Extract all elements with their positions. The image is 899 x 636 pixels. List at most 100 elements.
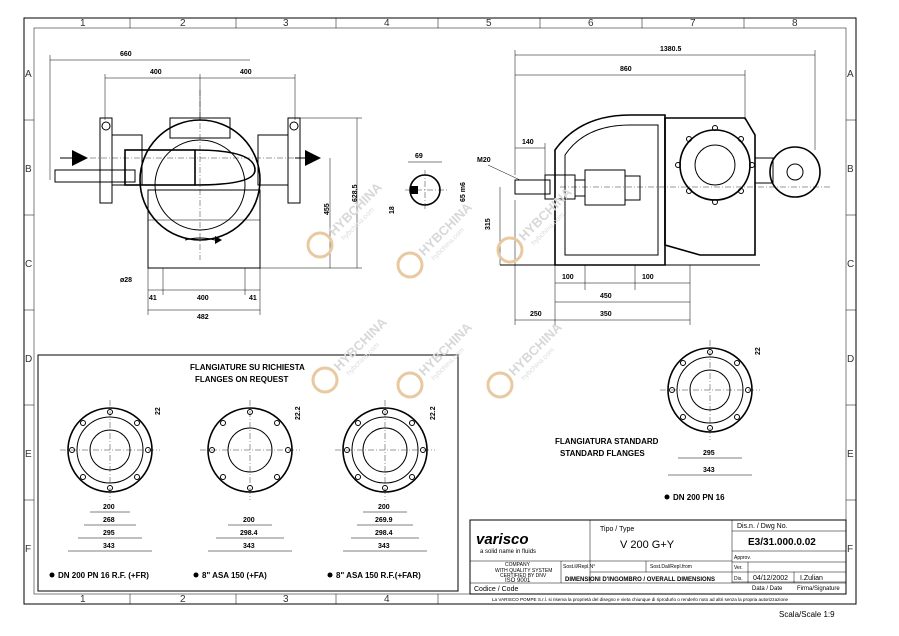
drawing-number-value: E3/31.000.0.02 — [748, 537, 816, 548]
grid-col-1-bottom: 1 — [80, 594, 86, 605]
grid-labels: 1 2 3 4 5 6 7 8 1 2 3 4 A B C D E F A B … — [25, 18, 854, 605]
fr-dim-top: 22 — [155, 407, 162, 415]
company-line-3: CERTIFIED BY DNV — [500, 573, 547, 579]
signature-label: Firma/Signature — [797, 586, 840, 592]
drawing-number-label: Dis.n. / Dwg No. — [737, 523, 788, 530]
dim-628-5: 628.5 — [352, 184, 359, 202]
front-view: 660 400 400 — [49, 51, 362, 321]
grid-col-3-bottom: 3 — [283, 594, 289, 605]
watermark: HYBCHINA hybchina.com HYBCHINA hybchina.… — [306, 179, 575, 399]
grid-row-e-right: E — [847, 449, 854, 460]
side-view: 1380.5 860 140 M20 315 — [477, 46, 830, 325]
grid-col-5: 5 — [486, 18, 492, 29]
dim-m20: M20 — [477, 157, 491, 164]
fa-dim-298-4: 298.4 — [240, 530, 258, 537]
standard-flanges-title-en: STANDARD FLANGES — [560, 449, 645, 458]
dim-400-left: 400 — [150, 69, 162, 76]
grid-row-b-right: B — [847, 164, 854, 175]
std-dim-295: 295 — [703, 450, 715, 457]
dim-350: 350 — [600, 311, 612, 318]
dim-140: 140 — [522, 139, 534, 146]
dim-315: 315 — [485, 218, 492, 230]
grid-row-e: E — [25, 449, 32, 460]
grid-row-f-right: F — [847, 544, 853, 555]
fr-dim-200: 200 — [103, 504, 115, 511]
watermark-logo-icon — [486, 371, 514, 399]
flange-dn200-fr: 22 200 268 295 343 DN 200 PN 16 R.F. (+F… — [49, 400, 162, 580]
dim-41-left: 41 — [149, 295, 157, 302]
approv-label: Approv. — [734, 555, 751, 561]
grid-row-c-right: C — [847, 259, 854, 270]
optional-flanges-panel: FLANGIATURE SU RICHIESTA FLANGES ON REQU… — [37, 354, 459, 592]
grid-row-c: C — [25, 259, 32, 270]
drawn-label: Dis. — [734, 576, 743, 582]
company-line-2: WITH QUALITY SYSTEM — [495, 568, 552, 574]
watermark-logo-icon — [496, 236, 524, 264]
signature-value: I.Zulian — [800, 575, 823, 582]
far-dim-top: 22.2 — [430, 406, 437, 420]
date-label: Data / Date — [752, 586, 783, 592]
watermark-logo-icon — [311, 366, 339, 394]
grid-row-d: D — [25, 354, 32, 365]
date-value: 04/12/2002 — [753, 575, 788, 582]
disclaimer: La VARISCO POMPE S.r.l. si riserva la pr… — [492, 597, 789, 602]
scale-label: Scala/Scale 1:9 — [779, 610, 835, 619]
dim-1380-5: 1380.5 — [660, 46, 682, 53]
grid-col-6: 6 — [588, 18, 594, 29]
grid-col-8: 8 — [792, 18, 798, 29]
far-dim-269-9: 269.9 — [375, 517, 393, 524]
dim-482: 482 — [197, 314, 209, 321]
standard-flanges-title-it: FLANGIATURA STANDARD — [555, 437, 659, 446]
watermark-logo-icon — [306, 231, 334, 259]
dim-100-left: 100 — [562, 274, 574, 281]
far-dim-200: 200 — [378, 504, 390, 511]
replaced-from-label: Sost.Dal/Repl.from — [650, 564, 692, 570]
watermark-logo-icon — [396, 371, 424, 399]
standard-flange: FLANGIATURA STANDARD STANDARD FLANGES 22… — [555, 340, 762, 502]
type-value: V 200 G+Y — [620, 539, 675, 551]
dim-400-right: 400 — [240, 69, 252, 76]
dim-450: 450 — [600, 293, 612, 300]
replaced-by-label: Sost.il/Repl.N° — [563, 564, 595, 570]
standard-flange-label: DN 200 PN 16 — [673, 493, 725, 502]
code-label: Codice / Code — [474, 586, 518, 593]
dim-400-base: 400 — [197, 295, 209, 302]
grid-dividers — [24, 18, 856, 604]
grid-col-2-bottom: 2 — [180, 594, 186, 605]
grid-col-7: 7 — [690, 18, 696, 29]
dim-860: 860 — [620, 66, 632, 73]
dim-65-m6: 65 m6 — [460, 182, 467, 202]
optional-flanges-title-it: FLANGIATURE SU RICHIESTA — [190, 363, 305, 372]
optional-flanges-title-en: FLANGES ON REQUEST — [195, 375, 288, 384]
fr-dim-268: 268 — [103, 517, 115, 524]
grid-row-d-right: D — [847, 354, 854, 365]
outer-frame — [23, 17, 857, 605]
iso-9001: ISO 9001 — [505, 578, 531, 584]
grid-col-3: 3 — [283, 18, 289, 29]
grid-row-b: B — [25, 164, 32, 175]
tagline: a solid name in fluids — [480, 549, 536, 555]
std-dim-22: 22 — [755, 347, 762, 355]
dim-diam-28: ø28 — [120, 277, 132, 284]
far-dim-298-4: 298.4 — [375, 530, 393, 537]
dim-660: 660 — [120, 51, 132, 58]
fa-label: 8" ASA 150 (+FA) — [202, 571, 267, 580]
dim-18: 18 — [389, 206, 396, 214]
dim-41-right: 41 — [249, 295, 257, 302]
fr-dim-343: 343 — [103, 543, 115, 550]
grid-col-2: 2 — [180, 18, 186, 29]
flange-asa150-fa: 22.2 200 298.4 343 8" ASA 150 (+FA) — [193, 400, 302, 580]
dim-100-right: 100 — [642, 274, 654, 281]
dim-250: 250 — [530, 311, 542, 318]
fa-dim-200: 200 — [243, 517, 255, 524]
far-dim-343: 343 — [378, 543, 390, 550]
grid-col-4-bottom: 4 — [384, 594, 390, 605]
version-label: Ver. — [734, 565, 743, 571]
fa-dim-top: 22.2 — [295, 406, 302, 420]
varisco-logo: varisco — [476, 531, 529, 548]
std-dim-343: 343 — [703, 467, 715, 474]
grid-col-1: 1 — [80, 18, 86, 29]
flange-asa150-far: 22.2 200 269.9 298.4 343 8" ASA 150 R.F.… — [327, 400, 437, 580]
dim-455: 455 — [324, 203, 331, 215]
